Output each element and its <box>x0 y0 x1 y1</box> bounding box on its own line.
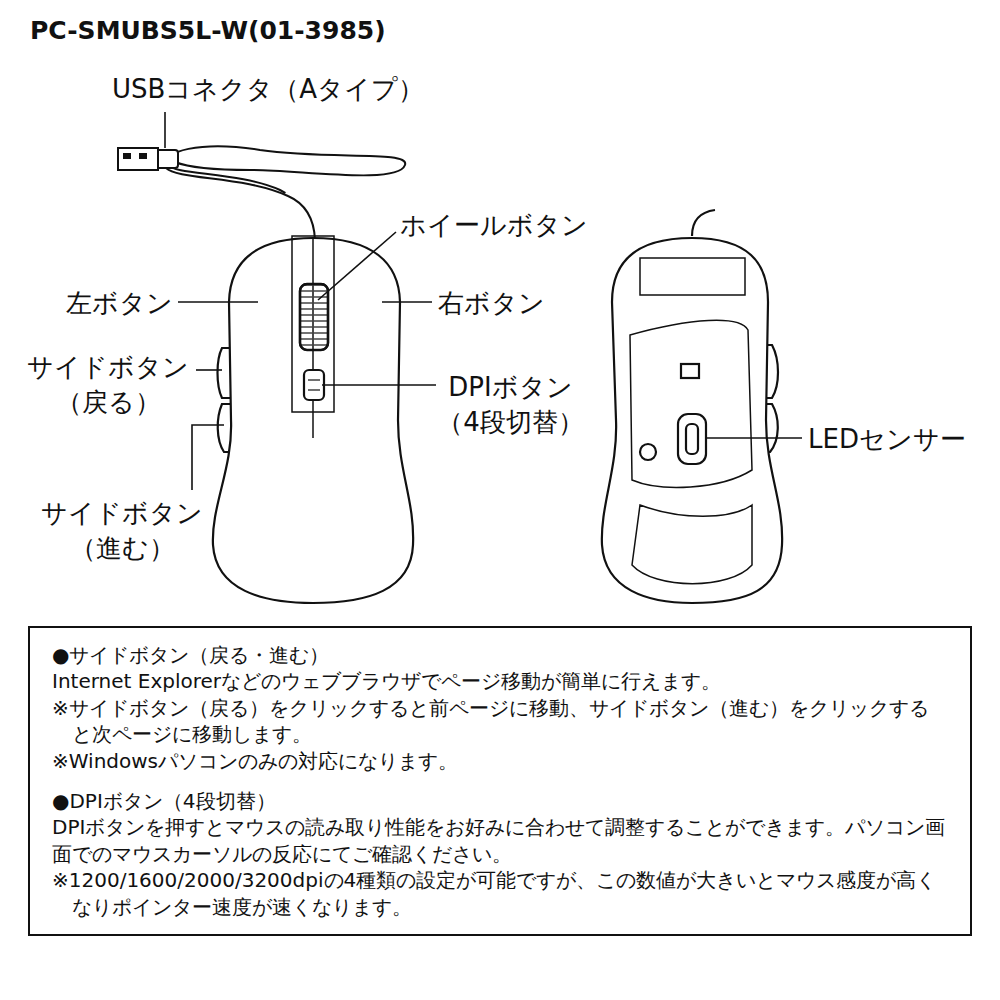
note-text: ※サイドボタン（戻る）をクリックすると前ページに移動、サイドボタン（進む）をクリ… <box>52 695 948 748</box>
mouse-bottom-view <box>602 210 782 603</box>
title: PC-SMUBS5L-W(01-3985) <box>30 16 386 45</box>
note-heading: ●DPIボタン（4段切替） <box>52 788 948 814</box>
callout-label: LEDセンサー <box>808 422 966 457</box>
note-text: ※Windowsパソコンのみの対応になります。 <box>52 748 948 774</box>
callout-label: 左ボタン <box>66 286 173 321</box>
callout-label: サイドボタン（進む） <box>36 496 208 567</box>
cable <box>166 146 405 240</box>
note-heading: ●サイドボタン（戻る・進む） <box>52 642 948 668</box>
callout-label: 右ボタン <box>438 286 545 321</box>
note-text: ※1200/1600/2000/3200dpiの4種類の設定が可能ですが、この数… <box>52 867 948 920</box>
callout-label: DPIボタン（4段切替） <box>428 370 593 441</box>
callout-label: サイドボタン（戻る） <box>22 350 194 421</box>
usb-connector <box>118 148 178 170</box>
leader-lines <box>165 112 802 490</box>
note-box: ●サイドボタン（戻る・進む）Internet Explorerなどのウェブブラウ… <box>28 626 972 936</box>
note-text: DPIボタンを押すとマウスの読み取り性能をお好みに合わせて調整することができます… <box>52 814 948 867</box>
callout-label: USBコネクタ（Aタイプ） <box>112 72 424 107</box>
note-text: Internet Explorerなどのウェブブラウザでページ移動が簡単に行えま… <box>52 668 948 694</box>
callout-label: ホイールボタン <box>400 208 588 243</box>
mouse-top-view <box>213 236 413 603</box>
